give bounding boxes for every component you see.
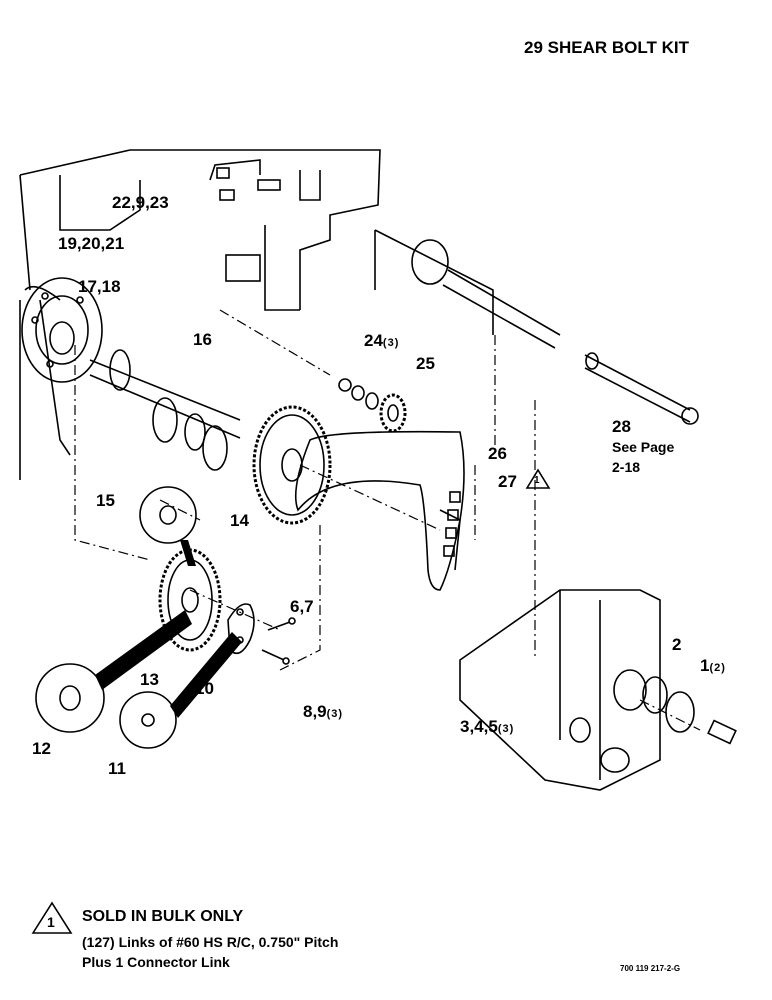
callout-10: 10 — [195, 679, 214, 698]
callout-22-9-23: 22,9,23 — [112, 193, 169, 212]
gearbox-housing — [459, 589, 737, 791]
note-triangle-number: 1 — [47, 914, 55, 930]
callout-3-4-5: 3,4,5(3) — [460, 717, 515, 736]
note-line-1: (127) Links of #60 HS R/C, 0.750" Pitch — [82, 934, 339, 950]
callout-1: 1(2) — [700, 656, 726, 675]
roller-chain — [294, 430, 465, 591]
callout-13: 13 — [140, 670, 159, 689]
note-line-2: Plus 1 Connector Link — [82, 954, 230, 970]
callout-11: 11 — [108, 759, 126, 778]
note-heading: SOLD IN BULK ONLY — [82, 908, 244, 925]
callout-19-20-21: 19,20,21 — [58, 234, 125, 253]
upper-shaft — [374, 229, 699, 425]
callout-28: 28 — [612, 417, 631, 436]
callout-28-page-ref: 2-18 — [612, 459, 641, 475]
large-sprocket — [252, 405, 332, 525]
page-title: 29 SHEAR BOLT KIT — [524, 38, 689, 57]
callout-15: 15 — [96, 491, 115, 510]
machine-frame — [19, 149, 381, 480]
idler-sprocket — [338, 378, 407, 433]
callout-28-see-page: See Page — [612, 439, 675, 455]
detail-circle-15 — [139, 486, 197, 544]
callout-8-9: 8,9(3) — [303, 702, 344, 721]
callout-2: 2 — [672, 635, 682, 654]
note-triangle-icon — [31, 901, 73, 934]
drive-hub — [21, 277, 103, 383]
triangle-marker-number: 1 — [534, 475, 540, 486]
callout-17-18: 17,18 — [78, 277, 121, 296]
callout-24: 24(3) — [364, 331, 400, 350]
explode-lines — [74, 309, 701, 731]
callout-6-7: 6,7 — [290, 597, 314, 616]
callout-27: 27 — [498, 472, 517, 491]
detail-circle-11 — [119, 691, 177, 749]
spline-shaft — [89, 349, 241, 471]
callout-25: 25 — [416, 354, 435, 373]
callout-14: 14 — [230, 511, 249, 530]
callout-12: 12 — [32, 739, 51, 758]
shear-bolts — [261, 617, 296, 665]
note-triangle-marker — [525, 468, 551, 489]
callout-26: 26 — [488, 444, 507, 463]
document-number: 700 119 217-2-G — [620, 964, 681, 973]
detail-circle-12 — [35, 663, 105, 733]
callout-16: 16 — [193, 330, 212, 349]
